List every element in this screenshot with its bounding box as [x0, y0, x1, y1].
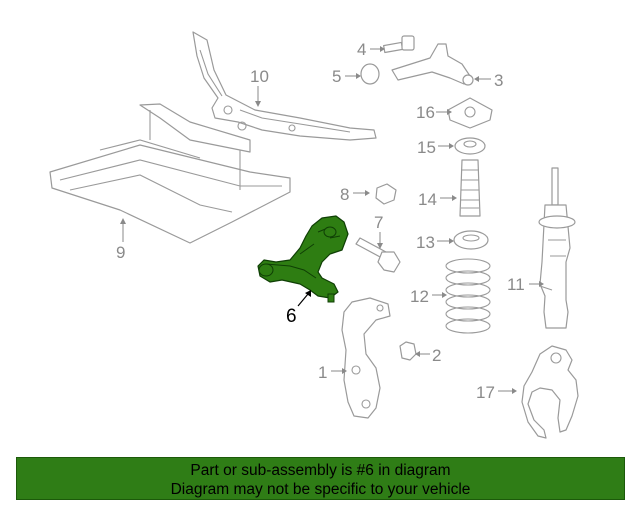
part-5-bushing[interactable] [360, 63, 380, 85]
callout-13: 13 [416, 233, 435, 252]
part-10-crossmember[interactable] [192, 31, 377, 141]
part-12-coil-spring[interactable] [445, 258, 491, 334]
parts-diagram: 10 9 4 5 3 16 15 [49, 31, 579, 439]
part-7-bolt[interactable] [355, 237, 401, 273]
callout-4: 4 [357, 40, 366, 59]
callout-8: 8 [340, 185, 349, 204]
callout-17: 17 [476, 383, 495, 402]
banner-line-1: Part or sub-assembly is #6 in diagram [190, 462, 451, 479]
callout-7: 7 [374, 213, 383, 232]
info-banner: Part or sub-assembly is #6 in diagram Di… [16, 457, 625, 500]
part-8-nut[interactable] [375, 183, 397, 205]
part-1-knuckle[interactable] [341, 297, 391, 419]
callout-15: 15 [417, 138, 436, 157]
callout-2: 2 [432, 346, 441, 365]
part-13-spring-seat[interactable] [453, 230, 489, 250]
part-4-bolt[interactable] [383, 35, 415, 54]
callout-1: 1 [318, 363, 327, 382]
callout-5: 5 [332, 67, 341, 86]
callout-9: 9 [116, 243, 125, 262]
callout-14: 14 [418, 190, 437, 209]
callout-6: 6 [286, 306, 297, 327]
part-11-strut[interactable] [538, 167, 576, 329]
callout-11: 11 [507, 275, 525, 294]
part-15-bearing[interactable] [454, 137, 486, 155]
banner-line-2: Diagram may not be specific to your vehi… [170, 481, 471, 498]
part-14-dust-boot[interactable] [459, 159, 481, 217]
callout-12: 12 [410, 287, 429, 306]
part-3-upper-arm[interactable] [391, 43, 474, 86]
callout-3: 3 [494, 71, 503, 90]
part-17-lower-link[interactable] [521, 345, 579, 439]
part-2-bushing[interactable] [399, 341, 417, 361]
callout-16: 16 [416, 103, 435, 122]
part-16-strut-mount[interactable] [447, 97, 493, 129]
part-9-subframe[interactable] [49, 103, 291, 244]
callout-10: 10 [250, 67, 269, 86]
part-6-lower-control-arm[interactable] [257, 215, 349, 303]
